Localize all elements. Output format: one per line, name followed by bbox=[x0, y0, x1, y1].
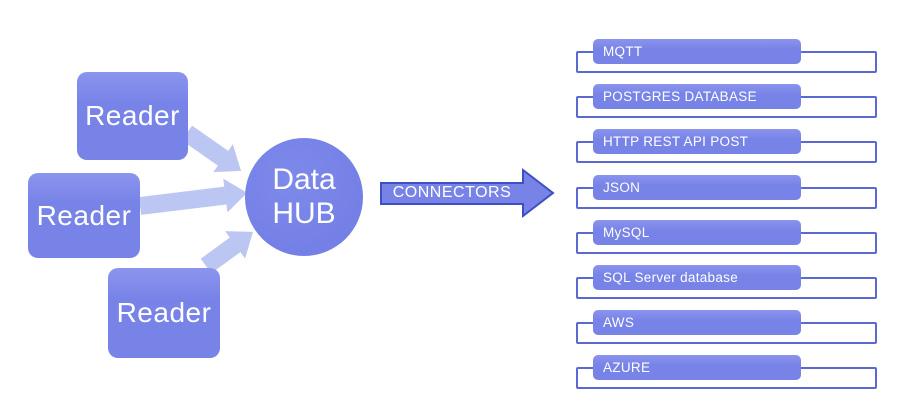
connector-box: HTTP REST API POST bbox=[593, 129, 801, 154]
connector-box: AZURE bbox=[593, 355, 801, 380]
connector-label: MySQL bbox=[603, 225, 650, 240]
connector-box: SQL Server database bbox=[593, 265, 801, 290]
connector-label: JSON bbox=[603, 180, 641, 195]
connector-row-aws: AWS bbox=[576, 310, 877, 346]
connector-row-mysql: MySQL bbox=[576, 220, 877, 256]
connector-label: POSTGRES DATABASE bbox=[603, 89, 757, 104]
connector-box: MQTT bbox=[593, 39, 801, 64]
connectors-arrow-label: CONNECTORS bbox=[392, 184, 512, 201]
reader-box-3: Reader bbox=[108, 268, 220, 358]
connector-label: HTTP REST API POST bbox=[603, 134, 749, 149]
connector-row-mqtt: MQTT bbox=[576, 39, 877, 75]
reader2-to-hub-arrow bbox=[138, 178, 248, 215]
connector-box: JSON bbox=[593, 175, 801, 200]
connector-row-http-rest: HTTP REST API POST bbox=[576, 129, 877, 165]
connector-label: MQTT bbox=[603, 44, 643, 59]
connector-row-azure: AZURE bbox=[576, 355, 877, 391]
connector-box: POSTGRES DATABASE bbox=[593, 84, 801, 109]
data-hub-circle: Data HUB bbox=[245, 138, 363, 256]
reader1-to-hub-arrow bbox=[181, 125, 242, 173]
reader-label: Reader bbox=[36, 199, 132, 231]
reader-label: Reader bbox=[116, 297, 212, 328]
hub-label-line1: Data bbox=[272, 163, 336, 197]
connector-row-json: JSON bbox=[576, 175, 877, 211]
connector-label: AZURE bbox=[603, 360, 651, 375]
reader-box-1: Reader bbox=[77, 72, 188, 160]
reader-box-2: Reader bbox=[28, 173, 140, 258]
connector-label: SQL Server database bbox=[603, 270, 739, 285]
reader-label: Reader bbox=[85, 100, 180, 131]
connector-box: MySQL bbox=[593, 220, 801, 245]
hub-label-line2: HUB bbox=[272, 197, 336, 230]
connector-box: AWS bbox=[593, 310, 801, 335]
connector-row-sqlserver: SQL Server database bbox=[576, 265, 877, 301]
connector-row-postgres: POSTGRES DATABASE bbox=[576, 84, 877, 120]
connector-label: AWS bbox=[603, 315, 635, 330]
